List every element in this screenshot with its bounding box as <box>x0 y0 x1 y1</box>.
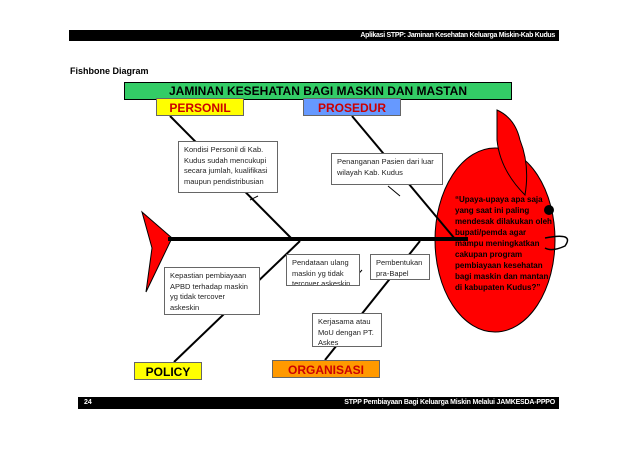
fish-tail <box>141 210 173 293</box>
subbone-2 <box>387 185 401 197</box>
category-prosedur: PROSEDUR <box>303 98 401 116</box>
category-organisasi: ORGANISASI <box>272 360 380 378</box>
fish-fin <box>496 109 528 197</box>
footer-bar: 24 STPP Pembiayaan Bagi Keluarga Miskin … <box>78 397 559 409</box>
category-policy: POLICY <box>134 362 202 380</box>
cause-note: Penanganan Pasien dari luar wilayah Kab.… <box>331 153 443 185</box>
page-number: 24 <box>84 399 92 406</box>
effect-question: “Upaya-upaya apa saja yang saat ini pali… <box>455 195 552 292</box>
subbone-1 <box>249 195 259 201</box>
cause-note: Pembentukan pra-Bapel <box>370 254 430 280</box>
fish-mouth <box>544 235 569 251</box>
fish-eye <box>544 205 554 215</box>
header-bar: Aplikasi STPP: Jaminan Kesehatan Keluarg… <box>69 30 559 41</box>
cause-note: Pendataan ulang maskin yg tidak tercover… <box>286 254 360 286</box>
slide-label: Fishbone Diagram <box>70 66 149 76</box>
cause-note: Kerjasama atau MoU dengan PT. Askes <box>312 313 382 347</box>
cause-note: Kondisi Personil di Kab. Kudus sudah men… <box>178 141 278 193</box>
category-personil: PERSONIL <box>156 98 244 116</box>
footer-text: STPP Pembiayaan Bagi Keluarga Miskin Mel… <box>344 399 555 406</box>
cause-note: Kepastian pembiayaan APBD terhadap maski… <box>164 267 260 315</box>
header-title: Aplikasi STPP: Jaminan Kesehatan Keluarg… <box>360 32 555 39</box>
